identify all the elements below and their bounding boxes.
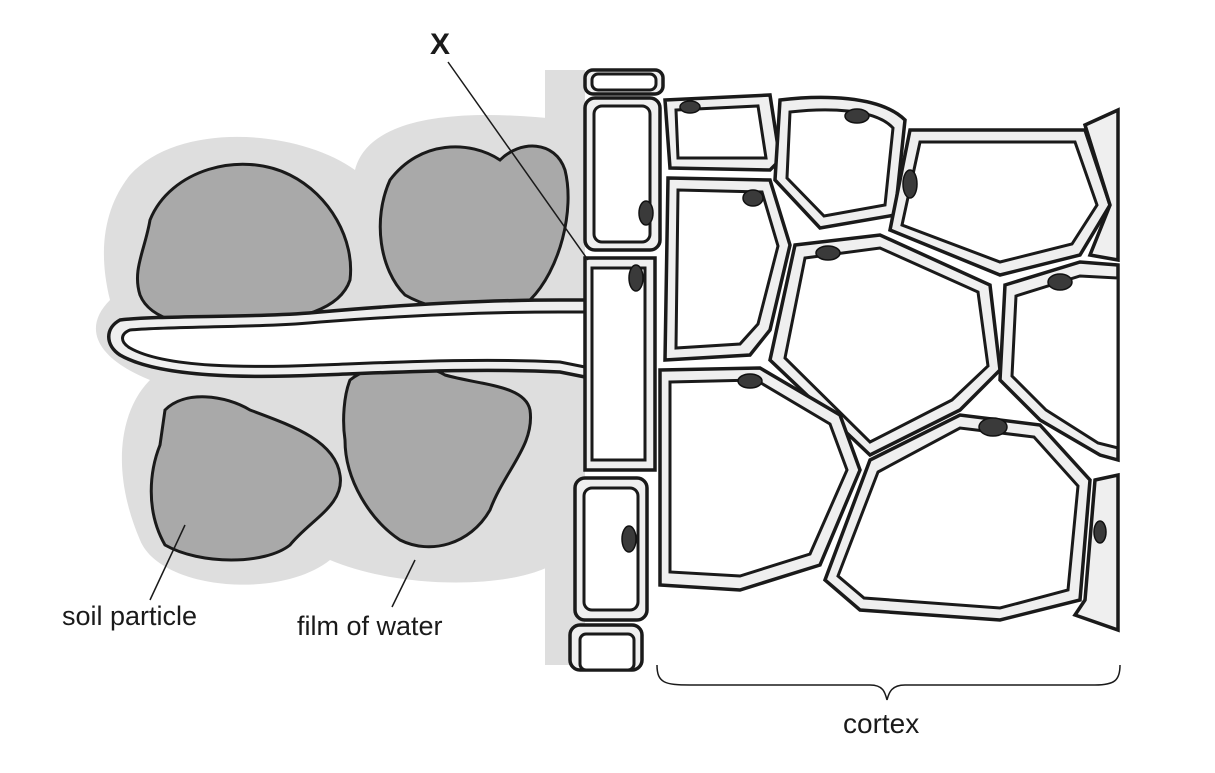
nucleus-c1 <box>679 100 701 114</box>
nucleus-c9 <box>978 417 1008 437</box>
soil-particle-leader-line <box>149 524 186 601</box>
x-leader-line <box>447 61 589 261</box>
nucleus-c3 <box>902 169 918 199</box>
soil-particle-3 <box>149 395 342 562</box>
cortex-cell-10 <box>1072 472 1120 633</box>
soil-particles <box>135 144 570 562</box>
label-film-of-water: film of water <box>297 611 443 641</box>
nucleus-c2 <box>844 108 870 124</box>
nucleus-c7 <box>1047 273 1073 291</box>
label-soil-particle: soil particle <box>62 601 198 631</box>
cortex-brace <box>656 664 1121 701</box>
nucleus-c5 <box>742 189 764 207</box>
film-of-water-leader-line <box>391 559 416 608</box>
nucleus-c10 <box>1093 520 1107 544</box>
label-x: X <box>430 28 451 61</box>
root-hair <box>107 298 602 383</box>
nucleus-e3 <box>621 525 637 553</box>
soil-particle-2 <box>378 144 570 315</box>
nucleus-c8 <box>737 373 763 389</box>
label-cortex: cortex <box>843 708 920 739</box>
nucleus-c6 <box>815 245 841 261</box>
nucleus-e1 <box>638 200 654 226</box>
soil-particle-1 <box>135 162 353 328</box>
cortex-cell-4 <box>1082 107 1120 263</box>
soil-particle-4 <box>342 362 533 549</box>
nucleus-e2 <box>628 264 644 292</box>
cortex-cells <box>658 93 1120 633</box>
epidermis <box>568 68 665 672</box>
